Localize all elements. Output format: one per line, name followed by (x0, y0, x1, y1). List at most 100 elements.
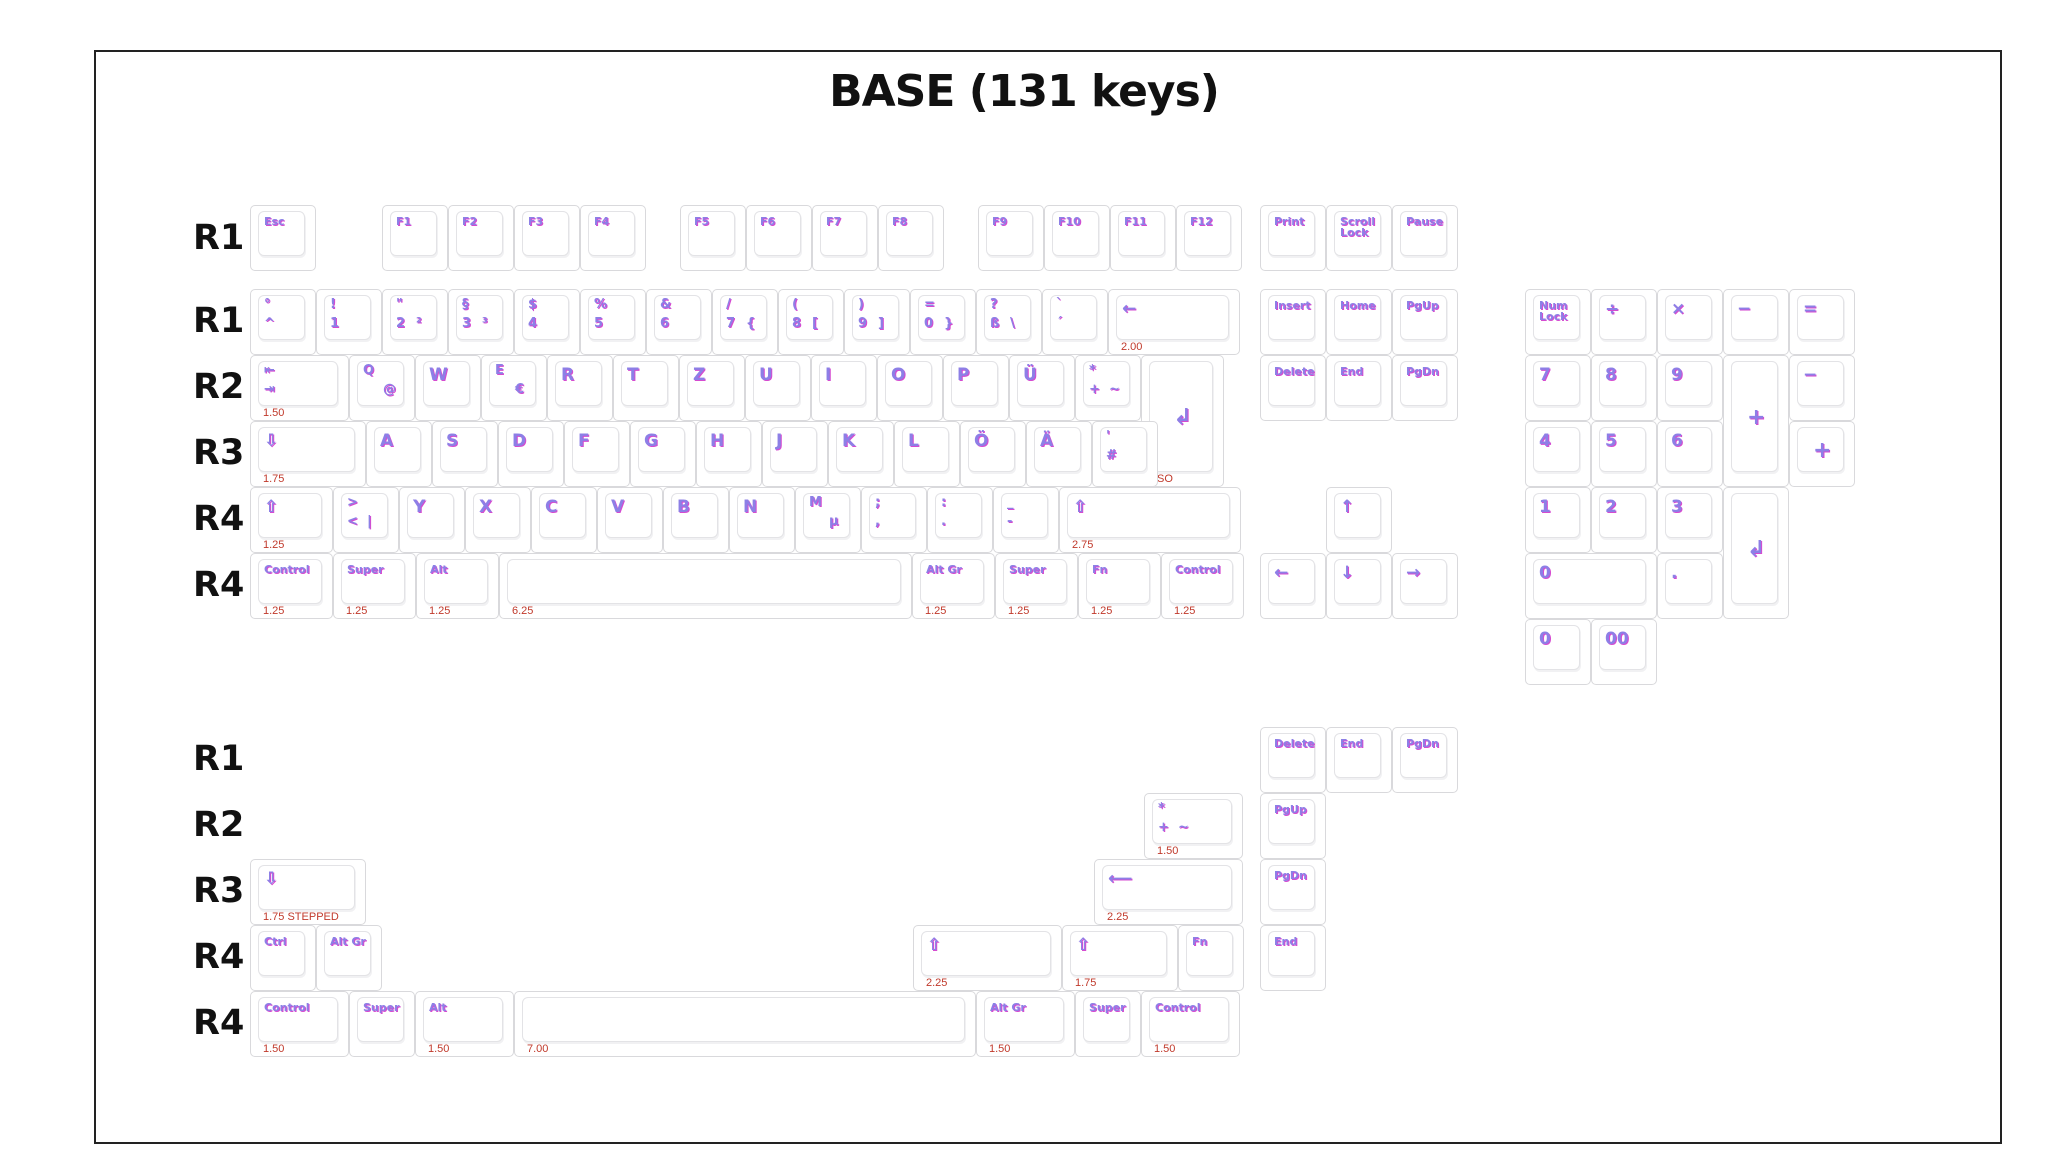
legend-alt: | (367, 514, 372, 529)
legend-top: " (396, 297, 403, 312)
keycap-surface (1268, 799, 1315, 844)
key-accent: `´ (1042, 289, 1108, 355)
size-label: 1.50 (989, 1043, 1011, 1055)
legend: G (644, 431, 658, 451)
keycap-surface (357, 361, 404, 406)
legend: F5 (694, 215, 710, 228)
key-end-alt: End (1326, 727, 1392, 793)
legend: U (759, 365, 773, 385)
keycap-surface (1017, 361, 1064, 406)
keycap-surface (1268, 559, 1315, 604)
legend-bottom: 5 (594, 316, 604, 331)
legend-bottom: , (875, 514, 880, 529)
key-p: P (943, 355, 1009, 421)
key-f3: F3 (514, 205, 580, 271)
key-i: I (811, 355, 877, 421)
key-f7: F7 (812, 205, 878, 271)
legend: Ä (1040, 431, 1054, 451)
keycap-surface (1149, 997, 1229, 1042)
keycap-surface (341, 493, 388, 538)
legend-top: ? (990, 297, 998, 312)
keycap-surface (885, 361, 932, 406)
keycap-surface (902, 427, 949, 472)
keycap-surface (1599, 361, 1646, 406)
legend: Alt Gr (926, 563, 962, 576)
legend-bottom: ⇥ (264, 382, 275, 397)
key-esc: Esc (250, 205, 316, 271)
key-caps-stepped: ⇩1.75 STEPPED (250, 859, 366, 925)
key-np-0: 0 (1525, 619, 1591, 685)
legend: 1 (1539, 497, 1551, 517)
key-j: J (762, 421, 828, 487)
legend: PgUp (1406, 299, 1439, 312)
keycap-surface (423, 997, 503, 1042)
key-down: ↓ (1326, 553, 1392, 619)
key-f10: F10 (1044, 205, 1110, 271)
key-scroll-lock: Scroll Lock (1326, 205, 1392, 271)
key-x: X (465, 487, 531, 553)
row-label: R1 (193, 218, 245, 258)
size-label: 1.75 (1075, 977, 1097, 989)
key-caps: ⇩1.75 (250, 421, 366, 487)
legend: F10 (1058, 215, 1081, 228)
key-f11: F11 (1110, 205, 1176, 271)
key-np-0-wide: 0 (1525, 553, 1657, 619)
key-comma: ;, (861, 487, 927, 553)
legend: Super (347, 563, 384, 576)
keycap-surface (935, 493, 982, 538)
key-f: F (564, 421, 630, 487)
key-right: → (1392, 553, 1458, 619)
key-np-8: 8 (1591, 355, 1657, 421)
key-np-2: 2 (1591, 487, 1657, 553)
keycap-surface (1070, 931, 1167, 976)
legend: 8 (1605, 365, 1617, 385)
page-title: BASE (131 keys) (829, 66, 1220, 117)
key-ue: Ü (1009, 355, 1075, 421)
legend-top: : (941, 495, 947, 510)
keycap-surface (753, 361, 800, 406)
keycap-surface (852, 295, 899, 340)
keycap-surface (1797, 427, 1844, 472)
legend-top: ⇤ (264, 363, 275, 378)
legend-top: * (1089, 363, 1096, 378)
key-a: A (366, 421, 432, 487)
key-up: ↑ (1326, 487, 1392, 553)
legend: Alt (429, 1001, 447, 1014)
key-backspace: ←2.00 (1108, 289, 1240, 355)
legend: 4 (1539, 431, 1551, 451)
keycap-surface (507, 559, 901, 604)
legend: Super (363, 1001, 400, 1014)
key-f9: F9 (978, 205, 1044, 271)
legend: F3 (528, 215, 544, 228)
legend: D (512, 431, 527, 451)
key-f5: F5 (680, 205, 746, 271)
keycap-surface (1052, 211, 1099, 256)
legend: Y (413, 497, 426, 517)
keycap-surface (357, 997, 404, 1042)
legend: ↓ (1340, 563, 1355, 583)
key-lshift-ansi: ⇧2.25 (913, 925, 1062, 991)
keycap-surface (770, 427, 817, 472)
keycap-surface (1268, 211, 1315, 256)
legend-bottom: ´ (1056, 316, 1063, 331)
keycap-surface (654, 295, 701, 340)
keycap-surface (754, 211, 801, 256)
legend: End (1274, 935, 1298, 948)
keycap-surface (539, 493, 586, 538)
size-label: 1.50 (1154, 1043, 1176, 1055)
legend: ← (1274, 563, 1289, 583)
size-label: 1.50 (263, 407, 285, 419)
legend: 0 (1539, 563, 1551, 583)
key-f1: F1 (382, 205, 448, 271)
legend: ⟵ (1108, 869, 1133, 889)
key-o: O (877, 355, 943, 421)
size-label: 6.25 (512, 605, 534, 617)
keycap-surface (324, 931, 371, 976)
keycap-surface (456, 211, 503, 256)
legend-alt: ] (878, 316, 884, 331)
key-np-plus: + (1789, 421, 1855, 487)
keycap-surface (1034, 427, 1081, 472)
keycap-surface (1533, 559, 1646, 604)
